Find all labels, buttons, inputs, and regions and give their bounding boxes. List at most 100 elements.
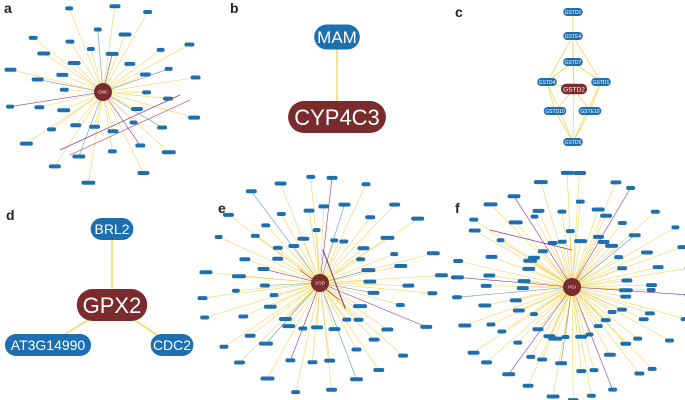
edge [319, 177, 333, 284]
gene-node-gstd7: GSTD7 [563, 58, 583, 66]
edge [541, 286, 573, 360]
gene-node-gstd4: GSTD4 [537, 78, 557, 86]
gene-node [671, 225, 680, 230]
gene-node [516, 286, 529, 291]
gene-node [547, 241, 558, 246]
gene-node [389, 202, 401, 207]
gene-node [351, 347, 362, 352]
svg-text:GSTD4: GSTD4 [539, 80, 556, 86]
gene-node-gstd1: GSTD1 [591, 78, 611, 86]
edge [569, 230, 573, 288]
gene-node [353, 304, 368, 309]
gene-node [573, 171, 587, 176]
gene-node [184, 42, 195, 47]
gene-node [72, 154, 86, 159]
svg-text:GSTO1: GSTO1 [565, 10, 582, 16]
edge [571, 286, 685, 320]
gene-node [468, 228, 481, 233]
gene-node [297, 236, 310, 241]
gene-node [156, 47, 165, 52]
gene-node [107, 129, 119, 134]
gene-node [575, 199, 585, 204]
edge [102, 91, 113, 152]
edge [51, 91, 104, 130]
edge [319, 282, 409, 286]
gene-node [427, 291, 438, 296]
gene-node [199, 270, 213, 275]
edge [571, 286, 613, 390]
edge [39, 91, 104, 108]
edge [456, 286, 573, 298]
edge [571, 215, 607, 288]
edge [571, 286, 670, 341]
edge [546, 81, 556, 112]
edge [473, 286, 573, 353]
edge [319, 282, 375, 340]
gene-node [57, 108, 71, 113]
edge [319, 247, 364, 284]
edge [308, 210, 321, 284]
gene-node [239, 257, 251, 262]
edge [277, 247, 321, 284]
edge [571, 234, 636, 288]
gene-node [481, 360, 493, 365]
gene-node [260, 376, 275, 381]
edge [530, 286, 573, 358]
edge [43, 53, 104, 93]
edge [571, 280, 628, 288]
svg-text:GSTE4: GSTE4 [565, 34, 582, 40]
gene-node [274, 181, 287, 186]
gene-node [363, 279, 377, 284]
gene-node [600, 318, 611, 323]
gene-node [200, 315, 210, 320]
gene-node [608, 387, 618, 392]
gene-node [529, 312, 538, 317]
gene-node [282, 324, 296, 329]
edge [571, 286, 644, 320]
edge [290, 282, 321, 361]
gene-node [452, 295, 463, 300]
gene-node [107, 149, 117, 154]
gene-node [261, 223, 271, 228]
gene-node [326, 175, 338, 180]
edge [218, 236, 321, 284]
edge [239, 282, 321, 363]
edge [223, 282, 321, 348]
edge [571, 182, 617, 288]
gene-node [620, 341, 632, 346]
edge [205, 271, 321, 284]
gene-node [483, 273, 496, 278]
edge [571, 286, 574, 400]
gene-node-brl2: BRL2 [90, 218, 134, 240]
panel-label-d: d [6, 207, 15, 223]
edge [235, 282, 321, 292]
gene-node [56, 72, 69, 77]
edge [489, 275, 573, 288]
edge [68, 8, 104, 93]
edge [464, 286, 573, 326]
edge [485, 285, 573, 288]
gene-node-gste4: GSTE4 [563, 32, 583, 40]
edge [571, 286, 652, 291]
gene-node [394, 264, 408, 269]
gene-node [353, 317, 364, 322]
edge [54, 91, 104, 167]
edge [299, 269, 341, 301]
gene-node [526, 354, 536, 359]
gene-node-gstd10: GSTD10 [543, 107, 567, 115]
gene-node [532, 327, 544, 332]
edge [102, 77, 196, 93]
gene-node [263, 304, 277, 309]
gene-node [361, 182, 371, 187]
edge [561, 211, 573, 288]
gene-node [238, 314, 249, 319]
gene-node [244, 333, 256, 338]
gene-node [357, 246, 370, 251]
gene-node [411, 216, 425, 221]
edge [244, 258, 321, 284]
gene-node [395, 302, 405, 307]
edge [457, 277, 573, 288]
edge [571, 241, 604, 288]
edge [319, 274, 442, 284]
gene-node [164, 66, 173, 71]
